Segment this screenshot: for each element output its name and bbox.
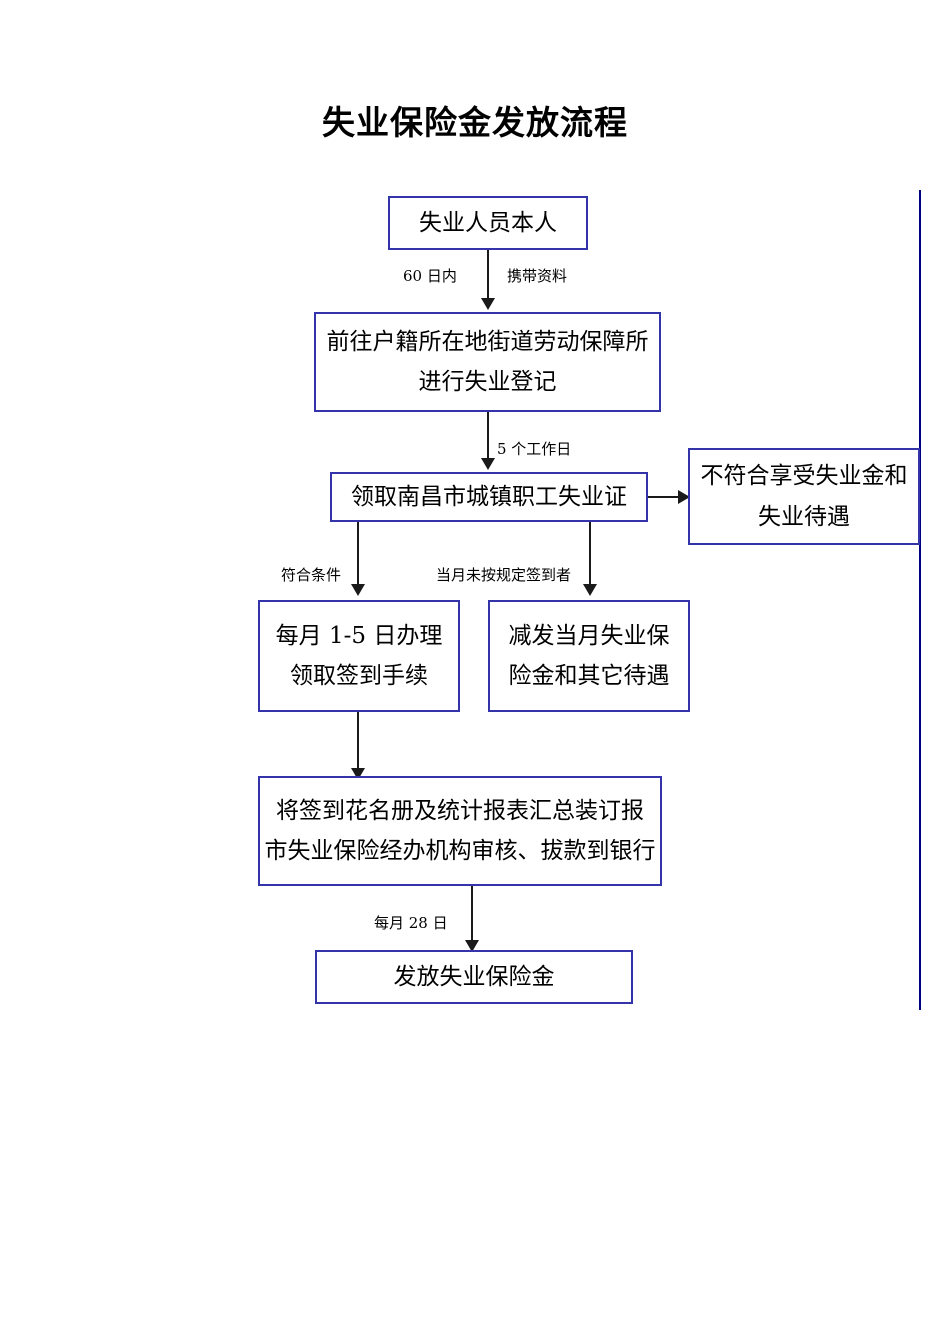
- connector-registration-to-certificate: [487, 412, 489, 460]
- node-not-eligible-line-2: 失业待遇: [758, 503, 850, 530]
- edge-label-missed-sign-in: 当月未按规定签到者: [436, 566, 572, 584]
- right-margin-rule: [919, 190, 921, 1010]
- node-payout[interactable]: 发放失业保险金: [315, 950, 633, 1004]
- connector-certificate-to-sign-in: [357, 522, 359, 586]
- connector-certificate-to-not-eligible: [648, 496, 682, 498]
- edge-label-monthly-28th: 每月 28 日: [374, 914, 448, 932]
- arrowhead-compile-report-to-payout: [465, 940, 479, 952]
- edge-label-within-60-days: 60 日内: [403, 267, 457, 285]
- arrowhead-applicant-to-registration: [481, 298, 495, 310]
- arrowhead-certificate-to-not-eligible: [678, 490, 690, 504]
- edge-label-bring-materials: 携带资料: [507, 267, 568, 285]
- connector-applicant-to-registration: [487, 250, 489, 300]
- node-registration-line-1: 前往户籍所在地街道劳动保障所: [326, 328, 649, 355]
- connector-sign-in-to-compile-report: [357, 712, 359, 770]
- node-reduce-benefit-line-2: 险金和其它待遇: [508, 663, 670, 689]
- arrowhead-registration-to-certificate: [481, 458, 495, 470]
- node-reduce-benefit-line-1: 减发当月失业保: [508, 622, 670, 649]
- node-certificate-line-1: 领取南昌市城镇职工失业证: [351, 483, 627, 510]
- node-sign-in-line-2: 领取签到手续: [290, 663, 428, 689]
- node-compile-report[interactable]: 将签到花名册及统计报表汇总装订报 市失业保险经办机构审核、拔款到银行: [258, 776, 662, 886]
- node-sign-in-line-1: 每月 1-5 日办理: [275, 622, 443, 649]
- node-payout-line-1: 发放失业保险金: [393, 963, 555, 990]
- node-applicant[interactable]: 失业人员本人: [388, 196, 588, 250]
- connector-compile-report-to-payout: [471, 886, 473, 942]
- node-sign-in[interactable]: 每月 1-5 日办理 领取签到手续: [258, 600, 460, 712]
- node-not-eligible[interactable]: 不符合享受失业金和 失业待遇: [688, 448, 920, 545]
- arrowhead-certificate-to-sign-in: [351, 584, 365, 596]
- edge-label-meets-conditions: 符合条件: [281, 566, 342, 584]
- connector-certificate-to-reduce-benefit: [589, 522, 591, 586]
- node-compile-report-line-1: 将签到花名册及统计报表汇总装订报: [276, 797, 644, 824]
- node-registration-line-2: 进行失业登记: [418, 369, 557, 395]
- node-registration[interactable]: 前往户籍所在地街道劳动保障所 进行失业登记: [314, 312, 661, 412]
- page-title: 失业保险金发放流程: [322, 103, 628, 142]
- node-applicant-line-1: 失业人员本人: [419, 209, 557, 236]
- node-reduce-benefit[interactable]: 减发当月失业保 险金和其它待遇: [488, 600, 690, 712]
- node-certificate[interactable]: 领取南昌市城镇职工失业证: [330, 472, 648, 522]
- node-not-eligible-line-1: 不符合享受失业金和: [700, 463, 908, 490]
- edge-label-five-working-days: 5 个工作日: [497, 440, 572, 458]
- arrowhead-certificate-to-reduce-benefit: [583, 584, 597, 596]
- node-compile-report-line-2: 市失业保险经办机构审核、拔款到银行: [264, 838, 656, 864]
